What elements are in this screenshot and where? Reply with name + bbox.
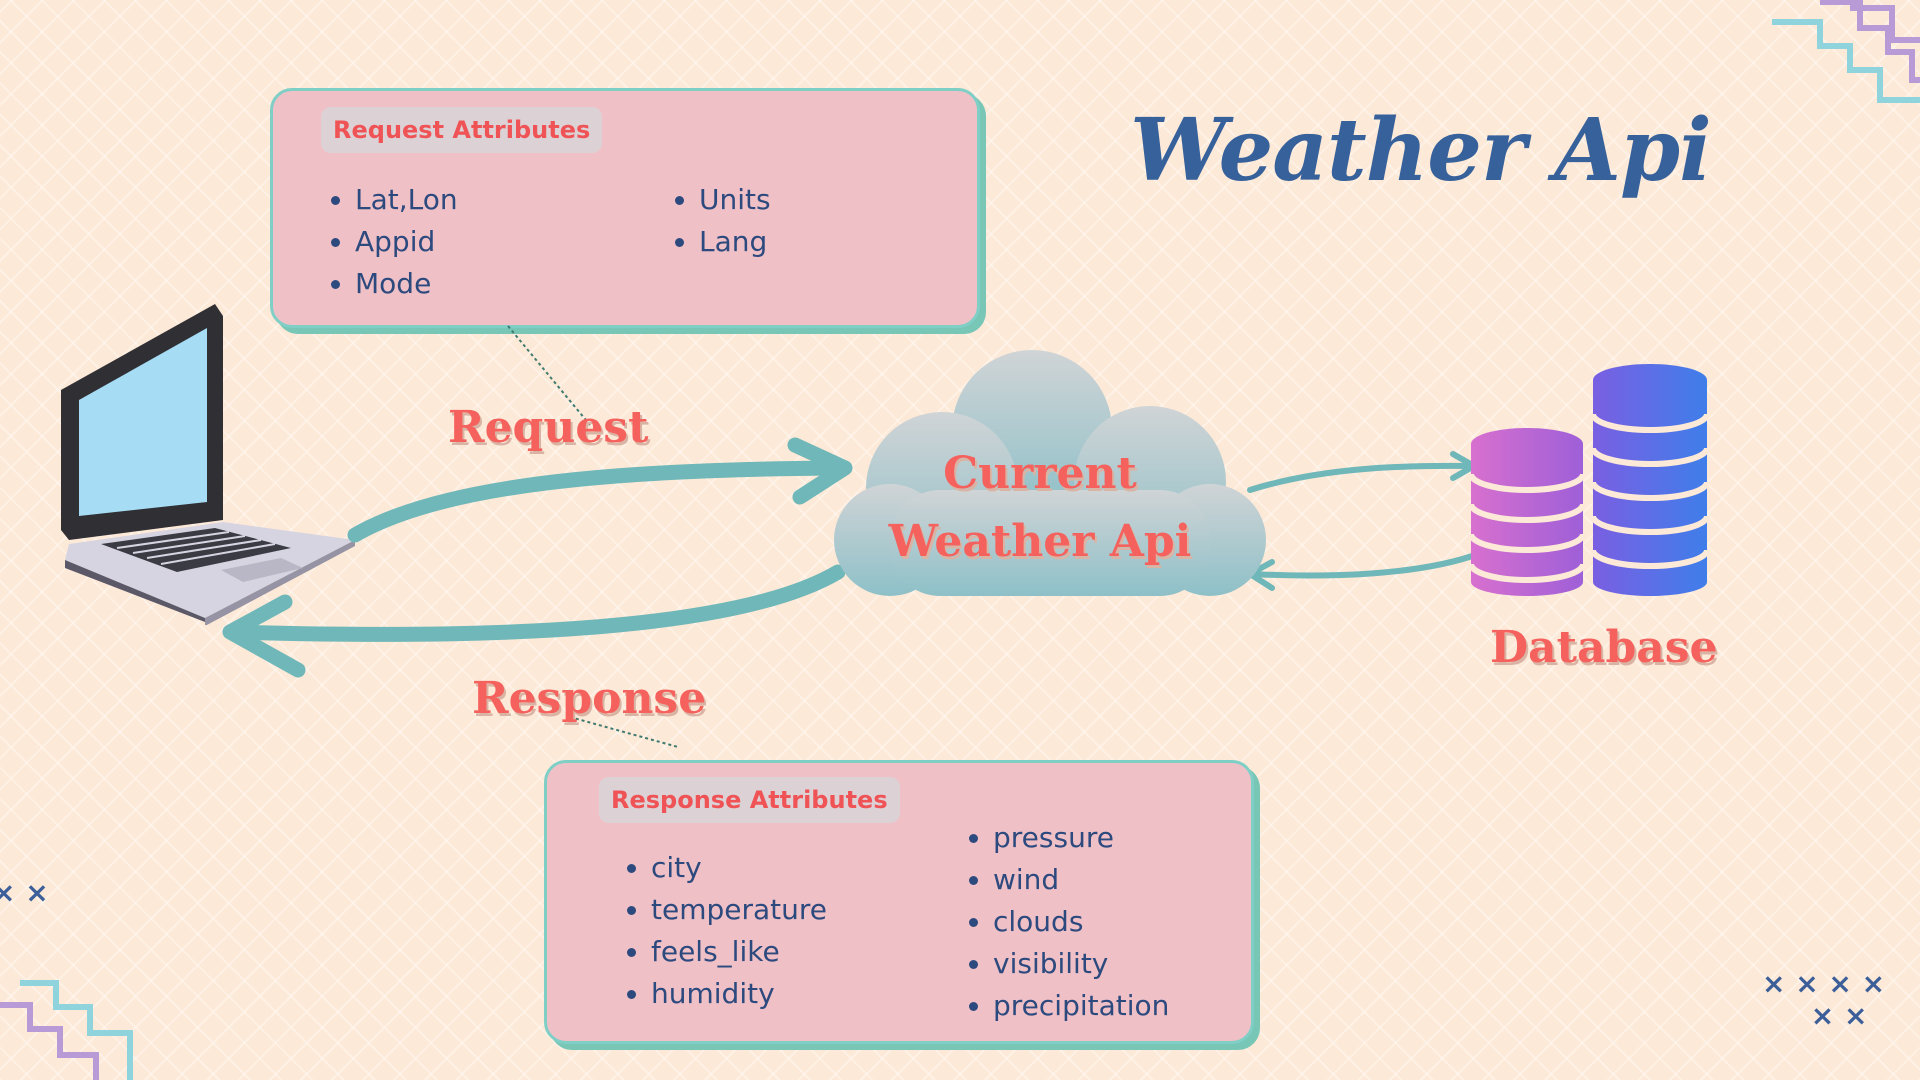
response-attributes-heading: Response Attributes (599, 777, 900, 823)
list-item: temperature (651, 889, 827, 931)
list-item: wind (993, 859, 1169, 901)
cloud-to-db-arrow (1247, 462, 1475, 493)
cloud-label-line1: Current (943, 448, 1137, 499)
response-label: Response (472, 673, 707, 724)
page-title: Weather Api (1130, 100, 1712, 201)
list-item: Units (699, 179, 771, 221)
list-item: precipitation (993, 985, 1169, 1027)
response-attributes-list-1: city temperature feels_like humidity (617, 847, 827, 1015)
request-attributes-heading: Request Attributes (321, 107, 603, 153)
db-to-cloud-arrow (1249, 551, 1481, 579)
response-attributes-box: Response Attributes city temperature fee… (544, 760, 1254, 1044)
list-item: Lang (699, 221, 771, 263)
list-item: visibility (993, 943, 1169, 985)
request-attributes-list-1: Lat,Lon Appid Mode (321, 179, 458, 305)
database-icon (1468, 364, 1710, 596)
zigzag-decoration-top-right (1772, 0, 1920, 103)
list-item: pressure (993, 817, 1169, 859)
cloud-icon (834, 350, 1266, 596)
cloud-label-line2: Weather Api (888, 516, 1192, 567)
request-arrow (347, 460, 840, 543)
request-attributes-box: Request Attributes Lat,Lon Appid Mode Un… (270, 88, 980, 328)
request-label: Request (448, 402, 649, 453)
laptop-icon (61, 304, 355, 625)
list-item: Lat,Lon (355, 179, 458, 221)
database-label: Database (1490, 622, 1718, 673)
list-item: humidity (651, 973, 827, 1015)
cross-decoration-bottom-right: × × × × × × (1762, 967, 1886, 1032)
list-item: Appid (355, 221, 458, 263)
request-attributes-list-2: Units Lang (665, 179, 771, 263)
list-item: city (651, 847, 827, 889)
response-attributes-list-2: pressure wind clouds visibility precipit… (959, 817, 1169, 1027)
zigzag-decoration-bottom-left (0, 980, 133, 1080)
response-arrow (224, 564, 846, 642)
list-item: clouds (993, 901, 1169, 943)
list-item: Mode (355, 263, 458, 305)
list-item: feels_like (651, 931, 827, 973)
cross-decoration-left: × × (0, 876, 49, 909)
